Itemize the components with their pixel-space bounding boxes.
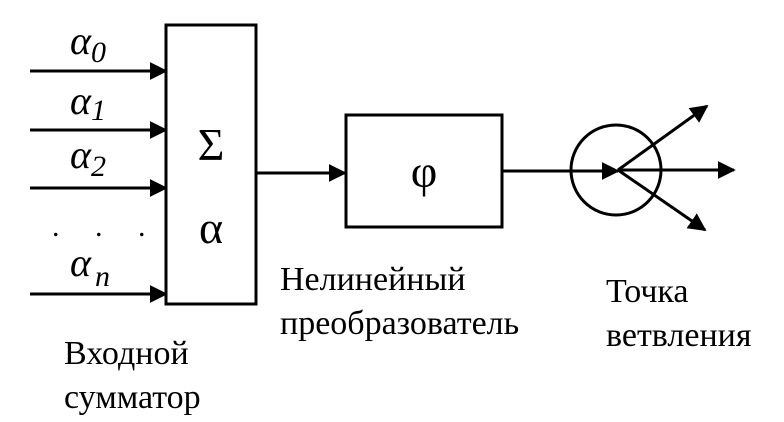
adder-block [164, 23, 258, 306]
adder-sum-symbol: Σ [198, 119, 225, 170]
converter-block [344, 113, 504, 229]
input-label-2: α2 [70, 132, 106, 183]
adder-caption-line2: сумматор [64, 379, 201, 416]
branch-arrow-down [617, 168, 707, 232]
input-label-1: α1 [70, 78, 106, 127]
input-ellipsis: . . . [52, 210, 160, 243]
adder-caption-line1: Входной [64, 335, 189, 372]
branch-arrow-up [617, 104, 709, 172]
adder-var-symbol: α [199, 202, 223, 253]
converter-caption-line2: преобразователь [280, 305, 519, 342]
branch-caption-line2: ветвления [606, 317, 752, 354]
input-label-0: α0 [70, 18, 106, 69]
converter-symbol: φ [411, 146, 438, 197]
branch-caption-line1: Точка [606, 273, 689, 310]
converter-caption-line1: Нелинейный [280, 261, 466, 298]
